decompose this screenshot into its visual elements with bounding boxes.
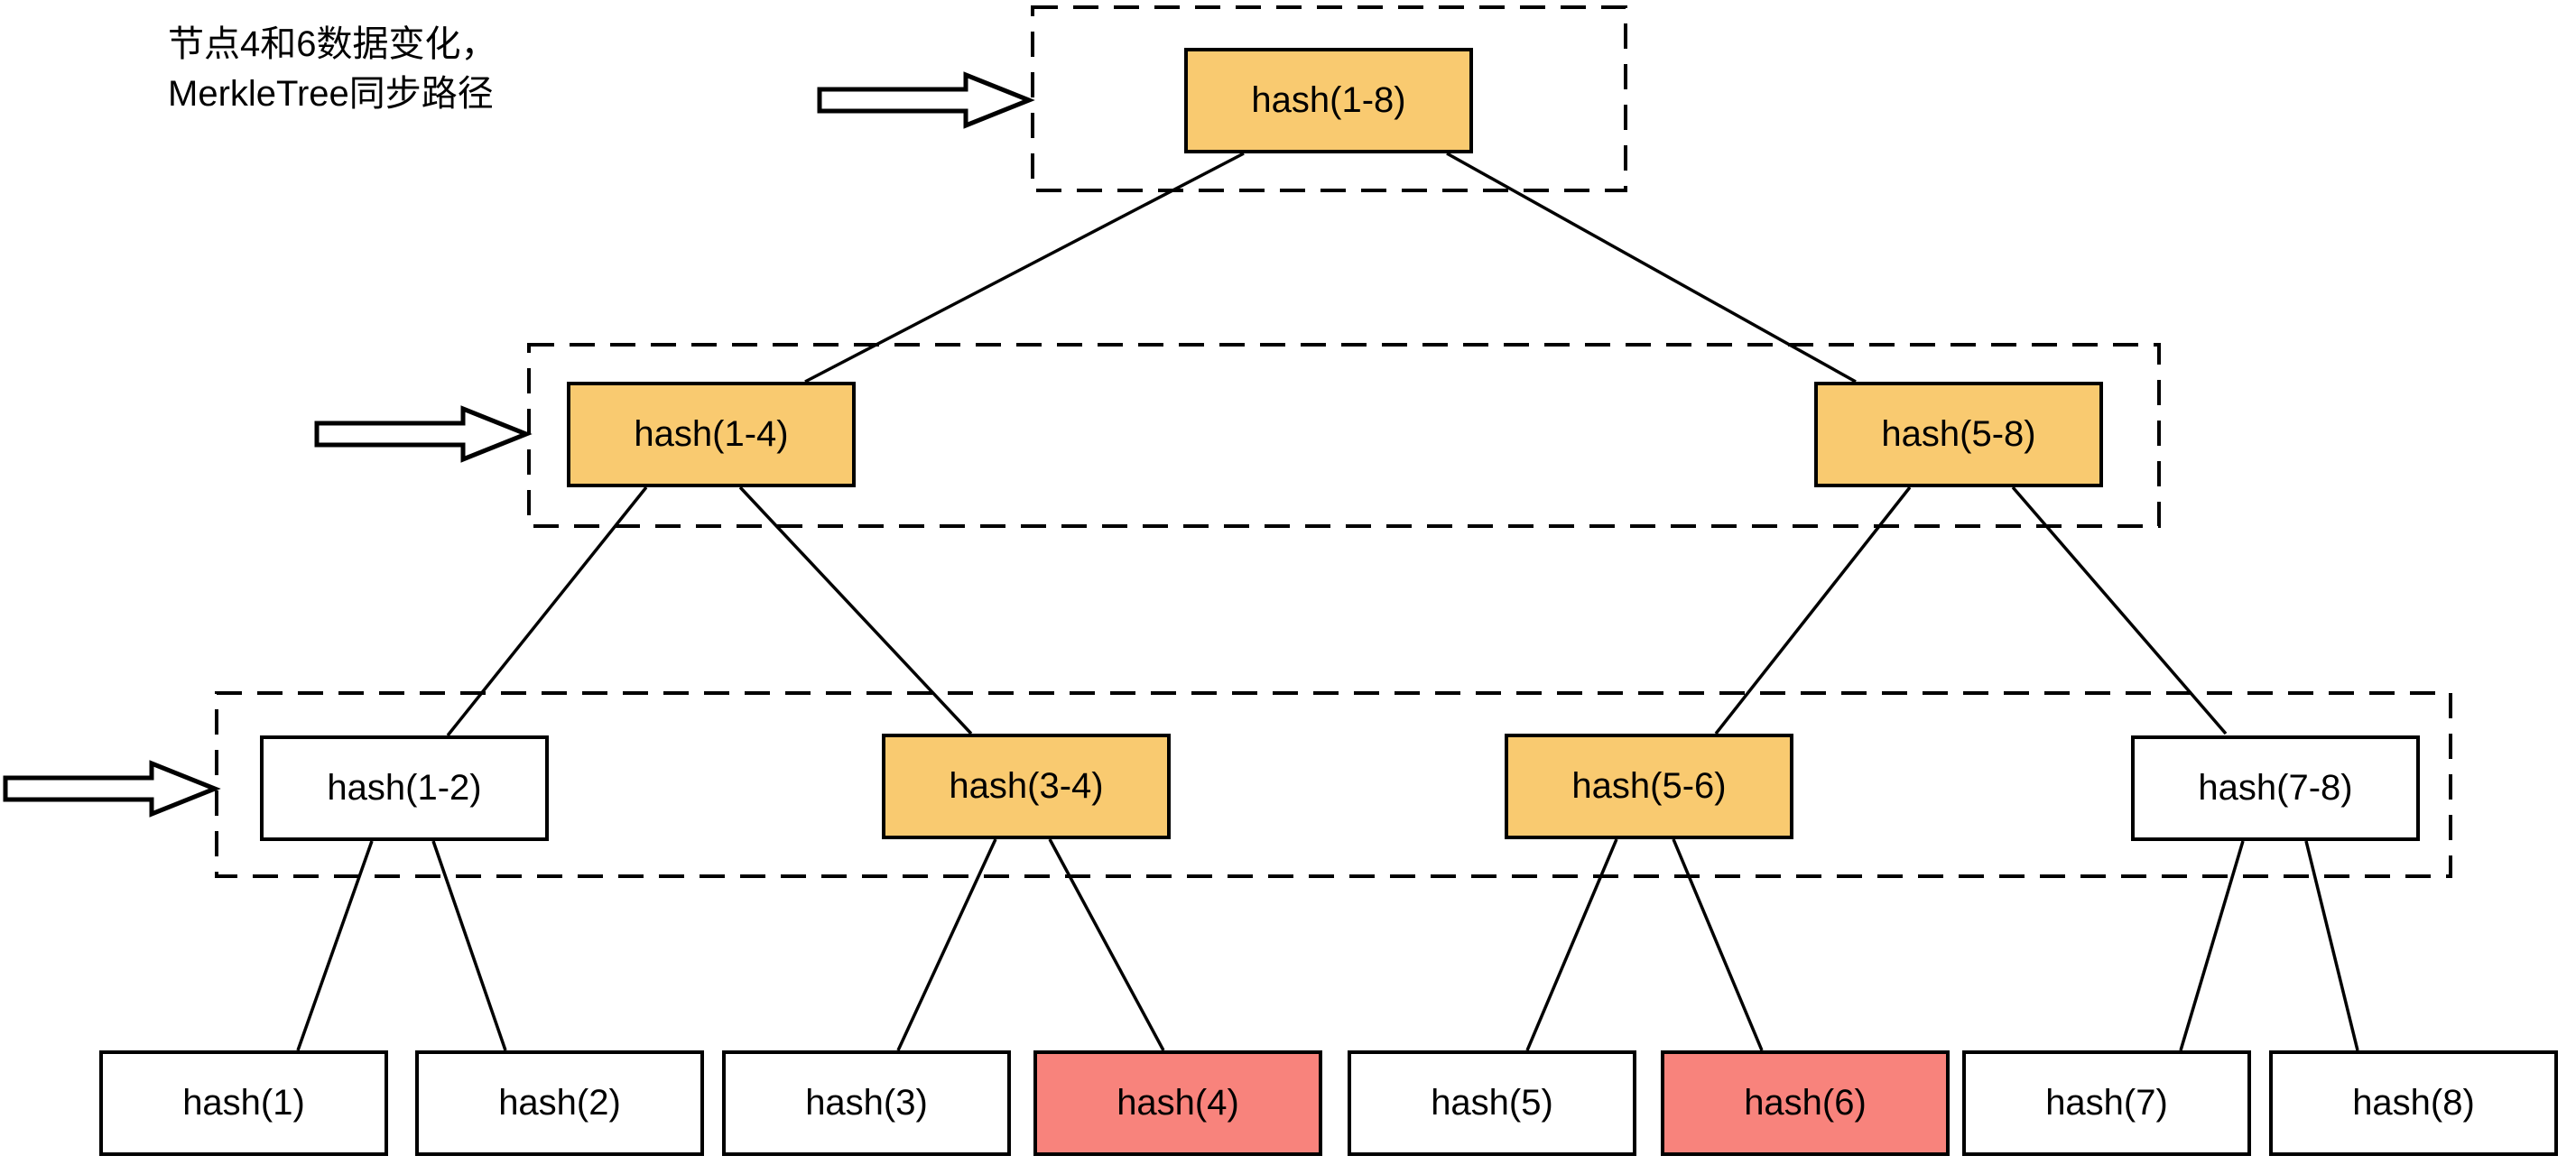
diagram-annotation: 节点4和6数据变化， MerkleTree同步路径 [168, 20, 497, 119]
arrow-right-icon [314, 405, 533, 463]
tree-node-hash-1: hash(1) [99, 1050, 388, 1156]
sync-path-box-level3 [215, 691, 2452, 878]
sync-path-box-root [1031, 5, 1627, 192]
arrow-right-icon [817, 71, 1035, 129]
tree-node-hash-8: hash(8) [2269, 1050, 2558, 1156]
sync-path-arrows [3, 71, 1035, 818]
arrow-right-icon [3, 760, 221, 818]
tree-node-hash-1-2: hash(1-2) [260, 735, 549, 841]
tree-node-hash-1-8: hash(1-8) [1184, 48, 1473, 153]
tree-node-hash-7-8: hash(7-8) [2131, 735, 2420, 841]
tree-node-hash-5-8: hash(5-8) [1814, 382, 2103, 487]
sync-path-box-level2 [527, 343, 2161, 528]
tree-edges [296, 152, 2359, 1051]
tree-node-hash-4: hash(4) [1033, 1050, 1322, 1156]
annotation-line-2: MerkleTree同步路径 [168, 74, 494, 115]
tree-node-hash-7: hash(7) [1962, 1050, 2251, 1156]
tree-node-hash-5-6: hash(5-6) [1505, 734, 1793, 839]
tree-node-hash-3-4: hash(3-4) [882, 734, 1171, 839]
tree-node-hash-2: hash(2) [415, 1050, 704, 1156]
sync-path-dashed-boxes [215, 5, 2452, 878]
tree-node-hash-5: hash(5) [1348, 1050, 1636, 1156]
annotation-line-1: 节点4和6数据变化， [168, 24, 497, 64]
tree-node-hash-1-4: hash(1-4) [567, 382, 856, 487]
tree-node-hash-3: hash(3) [722, 1050, 1011, 1156]
tree-node-hash-6: hash(6) [1661, 1050, 1950, 1156]
